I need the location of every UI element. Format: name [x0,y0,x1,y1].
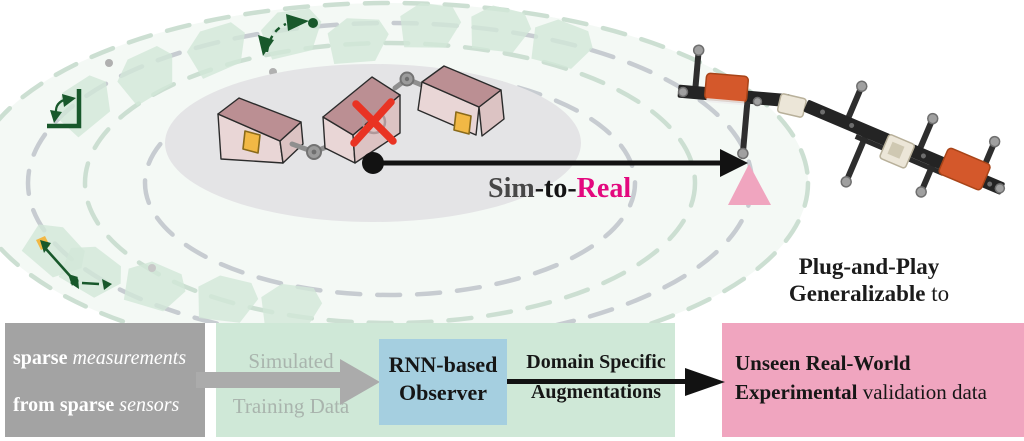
observer-box [379,339,507,425]
acceleration-arrows-icon [36,236,112,290]
plug-line2: Generalizable to [788,281,950,306]
sim-to-real-label: Sim-to-Real [488,173,631,205]
observer-label: RNN-based Observer [388,352,498,405]
broken-joint-x-icon [350,98,397,147]
augmentation-arrow-head [685,368,725,396]
joint-dot [105,59,113,67]
augmentation-arrow [507,379,687,384]
sim-robot-links [217,65,505,164]
angle-marker-icon [47,89,82,129]
augmentation-label-line1: Domain Specific [526,351,666,373]
output-line1: Unseen Real-World [735,351,911,375]
simulation-scene [0,0,1006,323]
joint-2 [392,71,427,91]
imu-sensor-icon [453,111,472,135]
output-line2: Experimental validation data [735,380,987,404]
sim-text: Sim [488,173,535,204]
sim-to-real-arrow [362,149,748,177]
link-box-3 [417,65,505,137]
joint-dot [148,264,156,272]
sparse-input-box [5,323,205,437]
input-arrow [196,372,340,388]
input-line2: from sparse sensors [13,394,180,416]
input-line1: sparse measurements [13,347,187,369]
real-validation-box [722,323,1024,437]
simulated-label: Simulated [248,349,334,373]
real-robot-photo [677,44,1006,198]
to-text: -to- [534,173,577,204]
plug-line1: Plug-and-Play [798,254,940,279]
input-arrow-head [340,359,380,405]
training-data-label: Training Data [232,394,350,418]
imu-sensor-icon [242,130,261,154]
augmentation-label-line2: Augmentations [530,381,661,403]
output-label: Unseen Real-World Experimental validatio… [735,349,987,407]
rotation-arrow-icon [258,14,318,56]
real-position-marker [728,164,771,205]
ghost-links [18,2,598,323]
real-text: Real [576,173,632,204]
plug-and-play-label: Plug-and-Play Generalizable to [733,253,1005,307]
